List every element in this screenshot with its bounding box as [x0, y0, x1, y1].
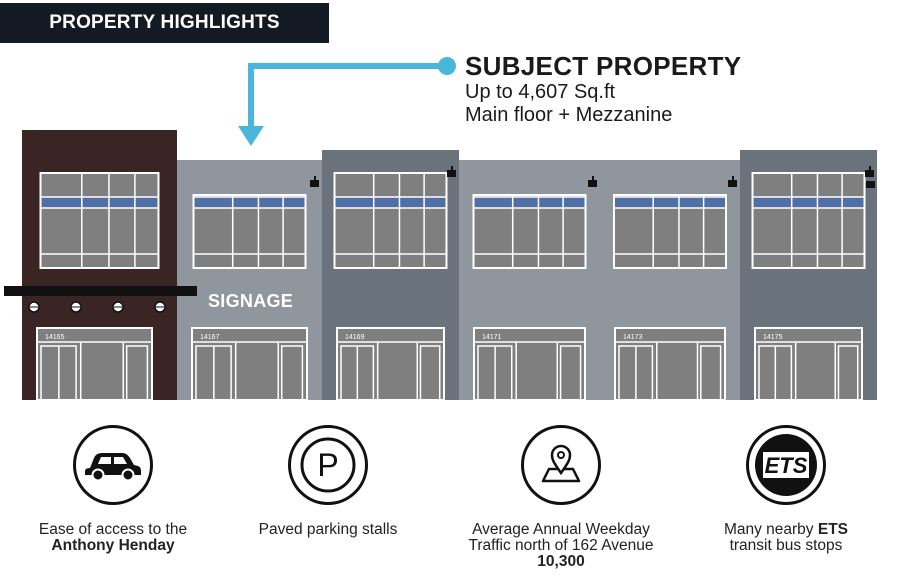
unit-number: 14171	[482, 334, 502, 341]
door	[419, 345, 441, 401]
page-header: PROPERTY HIGHLIGHTS	[0, 3, 329, 43]
unit-number: 14169	[345, 334, 365, 341]
traffic-caption-bold: 10,300	[537, 553, 585, 570]
access-caption-bold: Anthony Henday	[51, 537, 175, 554]
subject-arrow	[238, 57, 456, 146]
upper-window	[333, 172, 448, 269]
window-band	[41, 197, 158, 208]
wall-lamp-icon	[728, 180, 737, 187]
door	[559, 345, 582, 401]
window-band	[615, 197, 725, 208]
header-title: PROPERTY HIGHLIGHTS	[49, 12, 280, 33]
building-facades: 14165 14167 14169 14171 14173 14175	[4, 130, 877, 401]
highlight-traffic: Average Annual Weekday Traffic north of …	[451, 425, 671, 570]
door	[280, 345, 304, 401]
transit-caption-prefix: Many nearby	[723, 521, 818, 538]
subject-size: Up to 4,607 Sq.ft	[465, 81, 616, 103]
door	[700, 345, 722, 401]
storefront	[336, 327, 445, 401]
canopy	[4, 286, 197, 296]
wall-lamp-icon	[588, 180, 597, 187]
signage-label: SIGNAGE	[208, 291, 294, 311]
highlight-access: Ease of access to the Anthony Henday	[3, 425, 223, 554]
unit-number: 14173	[623, 334, 643, 341]
highlight-transit: ETS Many nearby ETS transit bus stops	[676, 425, 896, 554]
upper-window	[39, 172, 160, 269]
upper-window	[751, 172, 866, 269]
access-caption-line1: Ease of access to the	[38, 521, 188, 538]
window-band	[335, 197, 446, 208]
wall-lamp-icon	[310, 180, 319, 187]
window-band	[474, 197, 585, 208]
wall-lamp-icon	[866, 181, 875, 188]
door	[837, 345, 859, 401]
wall-lamp-icon	[447, 170, 456, 177]
highlight-parking: P Paved parking stalls	[218, 425, 438, 538]
ets-logo-icon: ETS	[746, 425, 826, 505]
storefront	[614, 327, 726, 401]
unit-number: 14167	[200, 334, 220, 341]
car-icon	[73, 425, 153, 505]
window-band	[194, 197, 305, 208]
unit-number: 14175	[763, 334, 783, 341]
transit-caption-line2: transit bus stops	[729, 537, 843, 554]
subject-property-block: SUBJECT PROPERTY Up to 4,607 Sq.ft Main …	[465, 51, 741, 127]
subject-title: SUBJECT PROPERTY	[465, 51, 742, 81]
parking-caption: Paved parking stalls	[258, 521, 398, 538]
parking-icon: P	[288, 425, 368, 505]
window-band	[753, 197, 864, 208]
transit-caption-bold: ETS	[817, 521, 849, 538]
storefront	[473, 327, 586, 401]
traffic-caption-line2: Traffic north of 162 Avenue	[468, 537, 654, 554]
wall-lamp-icon	[865, 170, 874, 177]
traffic-caption-line1: Average Annual Weekday	[472, 521, 650, 538]
storefront	[754, 327, 863, 401]
subject-floors: Main floor + Mezzanine	[465, 104, 673, 126]
svg-text:P: P	[317, 447, 338, 483]
door	[125, 345, 149, 401]
unit-number: 14165	[45, 334, 65, 341]
ets-logo-text: ETS	[765, 453, 808, 478]
storefront	[191, 327, 308, 401]
map-pin-icon	[521, 425, 601, 505]
storefront	[36, 327, 153, 401]
